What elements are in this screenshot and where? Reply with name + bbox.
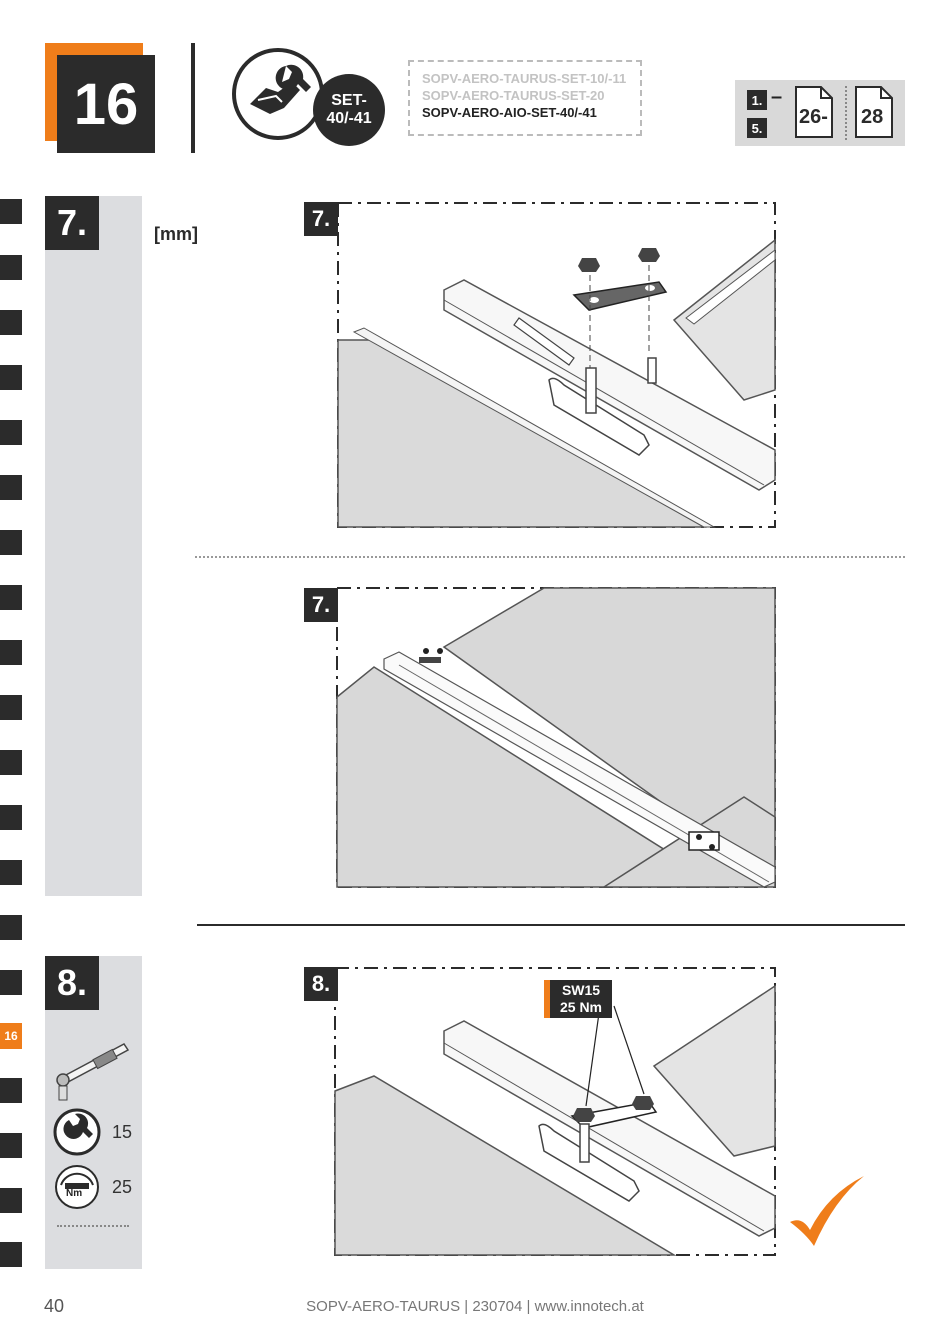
nm-icon-label: Nm — [66, 1188, 83, 1199]
torque-callout: SW15 25 Nm — [550, 980, 612, 1018]
tool-list-divider — [57, 1225, 129, 1227]
wrench-size-value: 15 — [112, 1122, 133, 1142]
callout-line2: 25 Nm — [559, 999, 603, 1015]
figure-7b-illustration — [336, 587, 776, 888]
side-tab[interactable] — [0, 530, 22, 555]
ref-dash: – — [771, 86, 783, 108]
torque-value: 25 — [112, 1177, 133, 1197]
figure-7a-label: 7. — [304, 202, 338, 236]
page-number: 40 — [44, 1296, 65, 1316]
step-divider-solid — [197, 924, 905, 926]
torque-nm-icon — [55, 1165, 99, 1209]
side-tab[interactable] — [0, 585, 22, 610]
ref-from-label: 1. — [747, 90, 767, 110]
checkmark-icon — [790, 1176, 864, 1246]
step-divider-dotted — [195, 556, 905, 558]
side-tab[interactable] — [0, 199, 22, 224]
wrench-size-icon — [53, 1108, 101, 1156]
callout-accent — [544, 980, 550, 1018]
figure-7b-label: 7. — [304, 588, 338, 622]
document-icon — [855, 86, 893, 138]
step7-number: 7. — [45, 196, 99, 250]
figure-8-label: 8. — [304, 967, 338, 1001]
side-tab[interactable] — [0, 365, 22, 390]
callout-line1: SW15 — [561, 982, 601, 998]
side-tab[interactable] — [0, 475, 22, 500]
variant-item-active: SOPV-AERO-AIO-SET-40/-41 — [422, 105, 597, 120]
ref-divider — [845, 86, 847, 140]
side-tab[interactable] — [0, 750, 22, 775]
side-tab[interactable] — [0, 420, 22, 445]
header-divider — [191, 43, 195, 153]
set-badge-line2: 40/-41 — [326, 110, 372, 127]
variant-item: SOPV-AERO-TAURUS-SET-10/-11 — [422, 71, 627, 86]
side-tab[interactable] — [0, 1242, 22, 1267]
handshake-wrench-icon — [232, 48, 324, 140]
set-badge: SET- 40/-41 — [313, 74, 385, 146]
side-tab[interactable] — [0, 915, 22, 940]
variant-item: SOPV-AERO-TAURUS-SET-20 — [422, 88, 605, 103]
set-badge-line1: SET- — [331, 92, 367, 109]
side-tab[interactable] — [0, 1188, 22, 1213]
step-number-badge: 16 — [57, 55, 155, 153]
figure-7a-illustration — [337, 202, 776, 528]
side-tab[interactable] — [0, 860, 22, 885]
side-tab[interactable] — [0, 695, 22, 720]
side-tab[interactable] — [0, 1133, 22, 1158]
side-tab[interactable] — [0, 1078, 22, 1103]
ref-page-end: 28 — [861, 106, 884, 128]
document-icon — [795, 86, 833, 138]
step8-number: 8. — [45, 956, 99, 1010]
side-tab[interactable] — [0, 805, 22, 830]
variant-list: SOPV-AERO-TAURUS-SET-10/-11 SOPV-AERO-TA… — [408, 60, 642, 136]
step7-panel — [45, 196, 142, 896]
side-tab[interactable] — [0, 970, 22, 995]
side-tab-active[interactable]: 16 — [0, 1023, 22, 1049]
side-tab[interactable] — [0, 310, 22, 335]
ref-page-start: 26- — [799, 106, 828, 128]
page-reference: 1. – 5. 26- 28 — [735, 80, 905, 146]
unit-label: [mm] — [154, 224, 198, 244]
footer-text: SOPV-AERO-TAURUS | 230704 | www.innotech… — [306, 1298, 644, 1315]
figure-8-illustration — [334, 967, 776, 1256]
side-tab[interactable] — [0, 640, 22, 665]
side-tab[interactable] — [0, 255, 22, 280]
ref-to-label: 5. — [747, 118, 767, 138]
torque-wrench-icon — [56, 1043, 130, 1101]
